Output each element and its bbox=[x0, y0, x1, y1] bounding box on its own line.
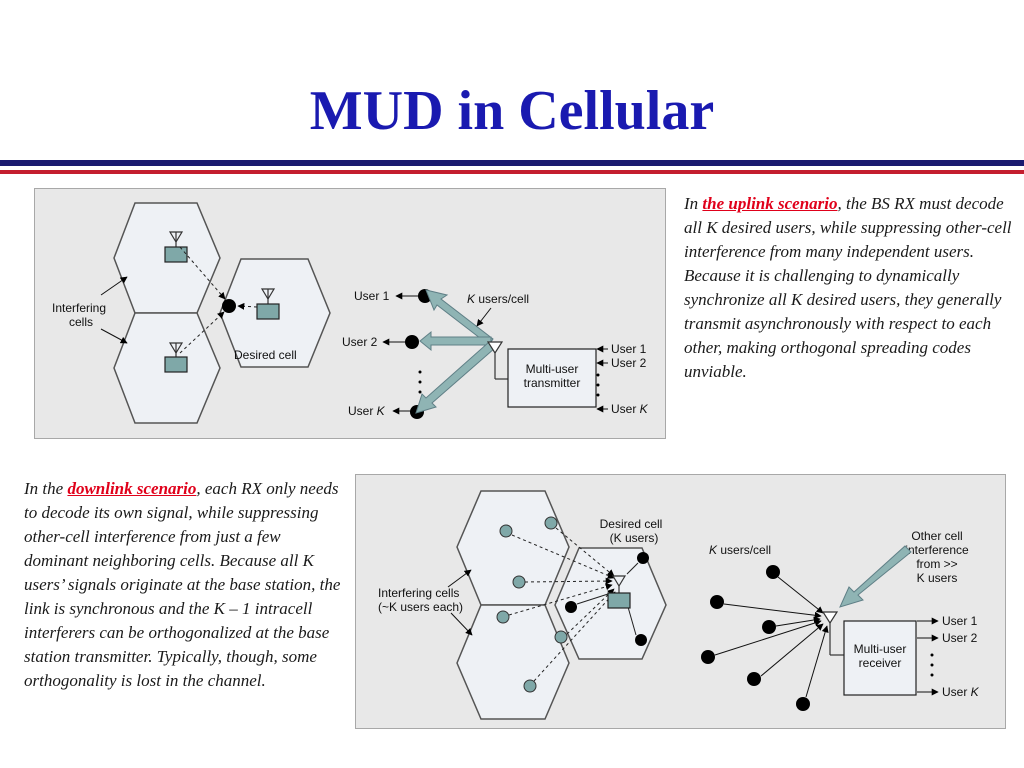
title-rule-red bbox=[0, 170, 1024, 174]
out-user1-label: User 1 bbox=[942, 614, 978, 628]
mobile-bottom-icon bbox=[164, 342, 188, 373]
user-ellipsis bbox=[418, 370, 422, 394]
base-station-dot bbox=[222, 299, 236, 313]
dl-interfering-users bbox=[496, 516, 568, 693]
user2-dot bbox=[405, 335, 419, 349]
dl-k-users-cell-label: K users/cell bbox=[709, 543, 771, 557]
dl-bs-icon bbox=[607, 575, 631, 609]
slide-title: MUD in Cellular bbox=[309, 80, 715, 142]
dl-interference-paths bbox=[508, 527, 616, 682]
downlink-description: In the downlink scenario, each RX only n… bbox=[24, 477, 349, 693]
bs-antenna-icon bbox=[486, 341, 508, 380]
title-rule-navy bbox=[0, 160, 1024, 166]
uplink-broadcast-arrows bbox=[415, 289, 496, 414]
out-user2-label: User 2 bbox=[942, 631, 978, 645]
k-users-cell-label: K users/cell bbox=[467, 292, 529, 306]
dl-right-user-paths bbox=[714, 576, 829, 698]
mur-label-2: receiver bbox=[859, 656, 902, 670]
dl-interfering-label-2: (~K users each) bbox=[378, 600, 463, 614]
in-user2-label: User 2 bbox=[611, 356, 647, 370]
mut-label-2: transmitter bbox=[524, 376, 581, 390]
dl-interfering-label-1: Interfering cells bbox=[378, 586, 459, 600]
title-rule-gap bbox=[0, 166, 1024, 168]
dl-desired-users bbox=[565, 552, 649, 646]
uplink-figure: Interfering cells Desired cell User 1 Us… bbox=[34, 188, 666, 439]
dl-cell-top-left bbox=[456, 490, 570, 606]
rx-antenna-icon bbox=[821, 611, 844, 656]
mobile-top-icon bbox=[164, 231, 188, 263]
downlink-scenario-link[interactable]: downlink scenario bbox=[67, 479, 197, 498]
uplink-scenario-link[interactable]: the uplink scenario bbox=[702, 194, 838, 213]
output-ellipsis bbox=[930, 653, 934, 677]
downlink-intro: In the bbox=[24, 479, 68, 498]
other-cell-label-1: Other cell bbox=[911, 529, 962, 543]
input-ellipsis bbox=[596, 373, 600, 397]
dl-desired-cell-label: Desired cell bbox=[600, 517, 663, 531]
multiuser-receiver-box bbox=[843, 620, 917, 696]
interfering-label-1: Interfering bbox=[52, 301, 106, 315]
uplink-body: , the BS RX must decode all K desired us… bbox=[684, 194, 1012, 381]
other-cell-label-2: interference bbox=[905, 543, 969, 557]
dl-desired-paths bbox=[576, 562, 639, 636]
uplink-intro: In bbox=[684, 194, 703, 213]
userK-label: User K bbox=[348, 404, 386, 418]
interfering-label-2: cells bbox=[69, 315, 93, 329]
in-userK-label: User K bbox=[611, 402, 649, 416]
downlink-figure: Desired cell (K users) Interfering cells… bbox=[355, 474, 1006, 729]
uplink-description: In the uplink scenario, the BS RX must d… bbox=[684, 192, 1014, 384]
desired-cell-label: Desired cell bbox=[234, 348, 297, 362]
other-cell-arrow bbox=[839, 545, 912, 608]
multiuser-transmitter-box bbox=[507, 348, 597, 408]
uplink-diagram: Interfering cells Desired cell User 1 Us… bbox=[52, 202, 649, 424]
user1-label: User 1 bbox=[354, 289, 390, 303]
in-user1-label: User 1 bbox=[611, 342, 647, 356]
dl-desired-sub-label: (K users) bbox=[610, 531, 659, 545]
mobile-desired-icon bbox=[256, 288, 280, 320]
downlink-diagram: Desired cell (K users) Interfering cells… bbox=[378, 490, 980, 720]
user2-label: User 2 bbox=[342, 335, 378, 349]
other-cell-label-3: from >> bbox=[916, 557, 957, 571]
downlink-body: , each RX only needs to decode its own s… bbox=[24, 479, 341, 690]
mut-label-1: Multi-user bbox=[526, 362, 579, 376]
dl-right-users bbox=[701, 565, 810, 711]
out-userK-label: User K bbox=[942, 685, 980, 699]
dl-cell-bottom-left bbox=[456, 604, 570, 720]
other-cell-label-4: K users bbox=[917, 571, 958, 585]
mur-label-1: Multi-user bbox=[854, 642, 907, 656]
